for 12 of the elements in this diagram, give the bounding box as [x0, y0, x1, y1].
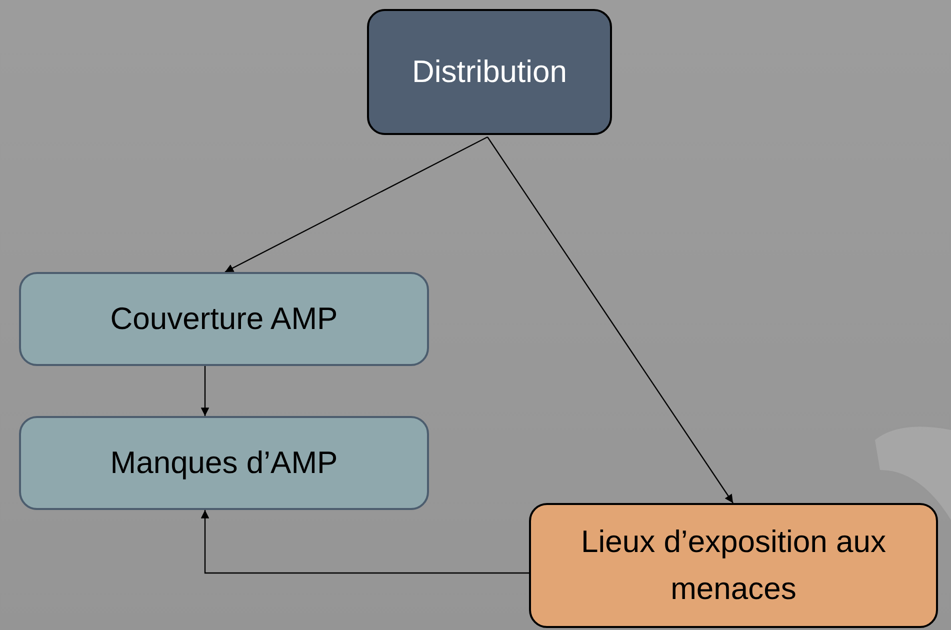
arrow — [200, 510, 529, 574]
node-label: Manques d’AMP — [110, 444, 338, 482]
node-label: Couverture AMP — [110, 300, 338, 338]
arrow — [487, 136, 734, 504]
arrow — [200, 366, 210, 416]
node-label: Distribution — [412, 52, 568, 91]
process-box — [367, 9, 612, 135]
node-label: Lieux d’exposition aux menaces — [580, 523, 888, 608]
arrow — [224, 136, 488, 273]
process-box — [529, 503, 938, 628]
process-box — [19, 272, 429, 366]
process-box — [19, 416, 429, 510]
